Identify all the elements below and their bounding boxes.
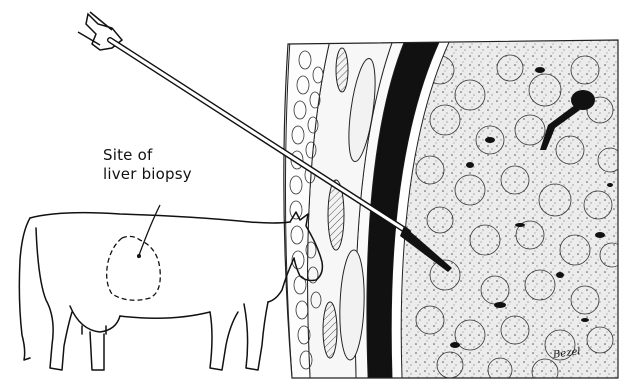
biopsy-site-marker	[107, 236, 161, 300]
label-line-2: liver biopsy	[103, 165, 192, 184]
biopsy-site-label: Site of liver biopsy	[103, 146, 192, 184]
label-pointer	[138, 205, 160, 258]
liver-tissue-section	[285, 38, 623, 385]
label-line-1: Site of	[103, 146, 192, 165]
cow-illustration	[19, 212, 322, 370]
